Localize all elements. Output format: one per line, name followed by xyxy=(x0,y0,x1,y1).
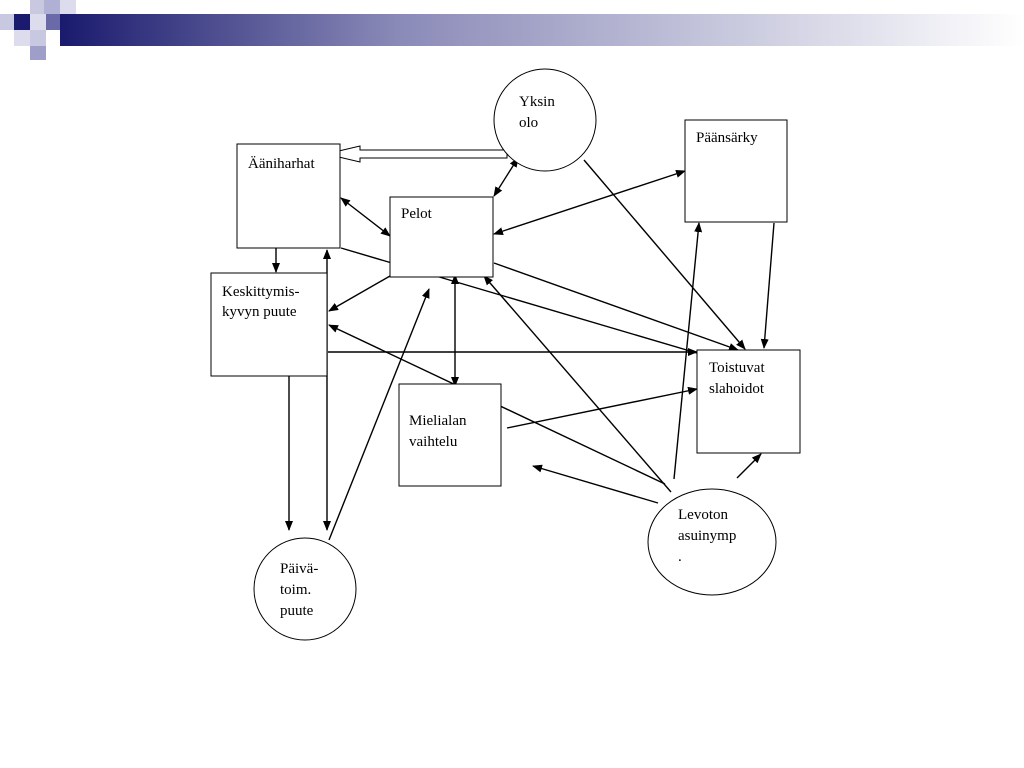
banner-square xyxy=(30,0,44,14)
node-paansarky-box xyxy=(684,119,788,223)
edge-pelot-toistuvat xyxy=(493,262,739,351)
node-paiva-line: Päivä- xyxy=(280,561,318,577)
edge-aaniharhat-pelot xyxy=(340,197,391,237)
edge-levoton-pelot xyxy=(483,275,672,493)
node-yksin: Yksin olo xyxy=(493,68,597,172)
node-toistuvat: Toistuvat slahoidot xyxy=(696,349,801,454)
node-mielialan-box xyxy=(398,383,502,487)
banner-square xyxy=(44,0,60,14)
node-mielialan: Mielialan vaihtelu xyxy=(398,383,502,487)
node-paiva-line: puute xyxy=(280,603,314,619)
banner-square xyxy=(30,30,46,46)
header-banner xyxy=(0,0,1024,60)
node-aaniharhat-box xyxy=(236,143,341,249)
edge-pelot-paansarky xyxy=(493,170,686,235)
node-aaniharhat-line: Ääniharhat xyxy=(248,155,315,172)
banner-square xyxy=(14,30,30,46)
node-levoton-circle xyxy=(647,488,777,596)
node-aaniharhat: Ääniharhat xyxy=(236,143,341,249)
banner-square xyxy=(0,14,14,30)
node-keskittymis-line: Keskittymis- xyxy=(222,284,300,300)
node-levoton: Levoton asuinymp . xyxy=(647,488,777,596)
edge-pelot-keskittymis xyxy=(328,275,391,312)
edge-paansarky-toistuvat xyxy=(760,222,775,349)
edge-mielialan-toistuvat xyxy=(506,386,698,429)
node-mielialan-line: vaihtelu xyxy=(409,434,458,450)
banner-square xyxy=(14,14,30,30)
banner-square xyxy=(60,0,76,14)
node-toistuvat-line: slahoidot xyxy=(709,381,765,397)
node-keskittymis-box xyxy=(210,272,328,377)
edge-paiva-pelot xyxy=(328,288,430,541)
edge-levoton-mielialan xyxy=(532,464,659,504)
banner-square xyxy=(30,14,46,30)
node-pelot: Pelot xyxy=(389,196,494,278)
edge-levoton-paansarky xyxy=(673,222,703,480)
node-levoton-line: Levoton xyxy=(678,507,728,523)
node-levoton-line: . xyxy=(678,549,682,565)
edge-yksin-pelot xyxy=(493,157,519,197)
node-yksin-line: olo xyxy=(519,115,538,131)
node-yksin-line: Yksin xyxy=(519,94,555,110)
node-mielialan-line: Mielialan xyxy=(409,413,467,429)
node-paansarky: Päänsärky xyxy=(684,119,788,223)
edge-yksin-aaniharhat xyxy=(325,145,508,163)
banner-square xyxy=(46,14,60,30)
node-paiva-line: toim. xyxy=(280,582,311,598)
edge-levoton-toistuvat xyxy=(736,453,762,479)
node-toistuvat-box xyxy=(696,349,801,454)
banner-square xyxy=(30,46,46,60)
node-paansarky-line: Päänsärky xyxy=(696,130,758,146)
banner-gradient-bar xyxy=(60,14,1024,46)
node-levoton-line: asuinymp xyxy=(678,528,736,544)
node-keskittymis: Keskittymis- kyvyn puute xyxy=(210,272,328,377)
node-pelot-line: Pelot xyxy=(401,206,433,222)
node-yksin-circle xyxy=(493,68,597,172)
node-paiva: Päivä- toim. puute xyxy=(253,537,357,641)
node-pelot-box xyxy=(389,196,494,278)
node-paiva-circle xyxy=(253,537,357,641)
node-toistuvat-line: Toistuvat xyxy=(709,360,765,376)
node-keskittymis-line: kyvyn puute xyxy=(222,304,297,320)
